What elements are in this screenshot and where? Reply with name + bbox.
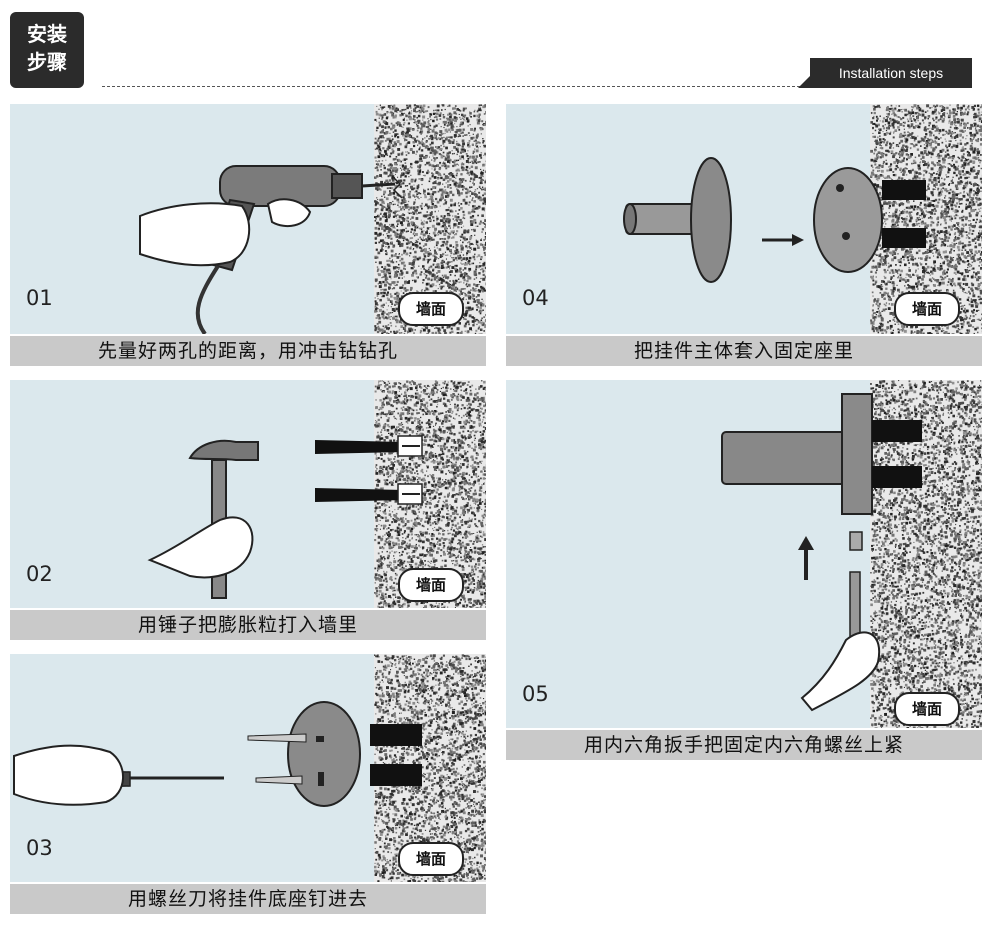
step-panel-01: 01 墙面 [10,104,486,334]
step-panel-05: 05 墙面 [506,380,982,728]
step-number: 01 [26,286,53,310]
drill-illustration [139,165,403,334]
step-caption-01: 先量好两孔的距离，用冲击钻钻孔 [10,336,486,366]
step-number: 04 [522,286,549,310]
section-badge: 安装 步骤 [10,12,84,88]
wall-label: 墙面 [398,842,464,876]
hammer-illustration [147,435,423,599]
hook-assembly-illustration [623,157,926,283]
header-divider [102,86,810,87]
step-panel-04: 04 墙面 [506,104,982,334]
wall-label: 墙面 [894,292,960,326]
header-tag: Installation steps [810,58,972,88]
step-number: 03 [26,836,53,860]
badge-line-2: 步骤 [27,50,67,74]
step-panel-03: 03 墙面 [10,654,486,882]
header-tag-tail [798,76,810,88]
hex-key-illustration [721,393,922,712]
step-caption-05: 用内六角扳手把固定内六角螺丝上紧 [506,730,982,760]
wall-texture [374,104,486,334]
step-caption-02: 用锤子把膨胀粒打入墙里 [10,610,486,640]
screwdriver-illustration [13,701,422,807]
wall-label: 墙面 [398,568,464,602]
step-caption-03: 用螺丝刀将挂件底座钉进去 [10,884,486,914]
wall-label: 墙面 [894,692,960,726]
step-number: 02 [26,562,53,586]
badge-line-1: 安装 [27,22,67,46]
step-caption-04: 把挂件主体套入固定座里 [506,336,982,366]
step-number: 05 [522,682,549,706]
wall-label: 墙面 [398,292,464,326]
step-panel-02: 02 墙面 [10,380,486,608]
